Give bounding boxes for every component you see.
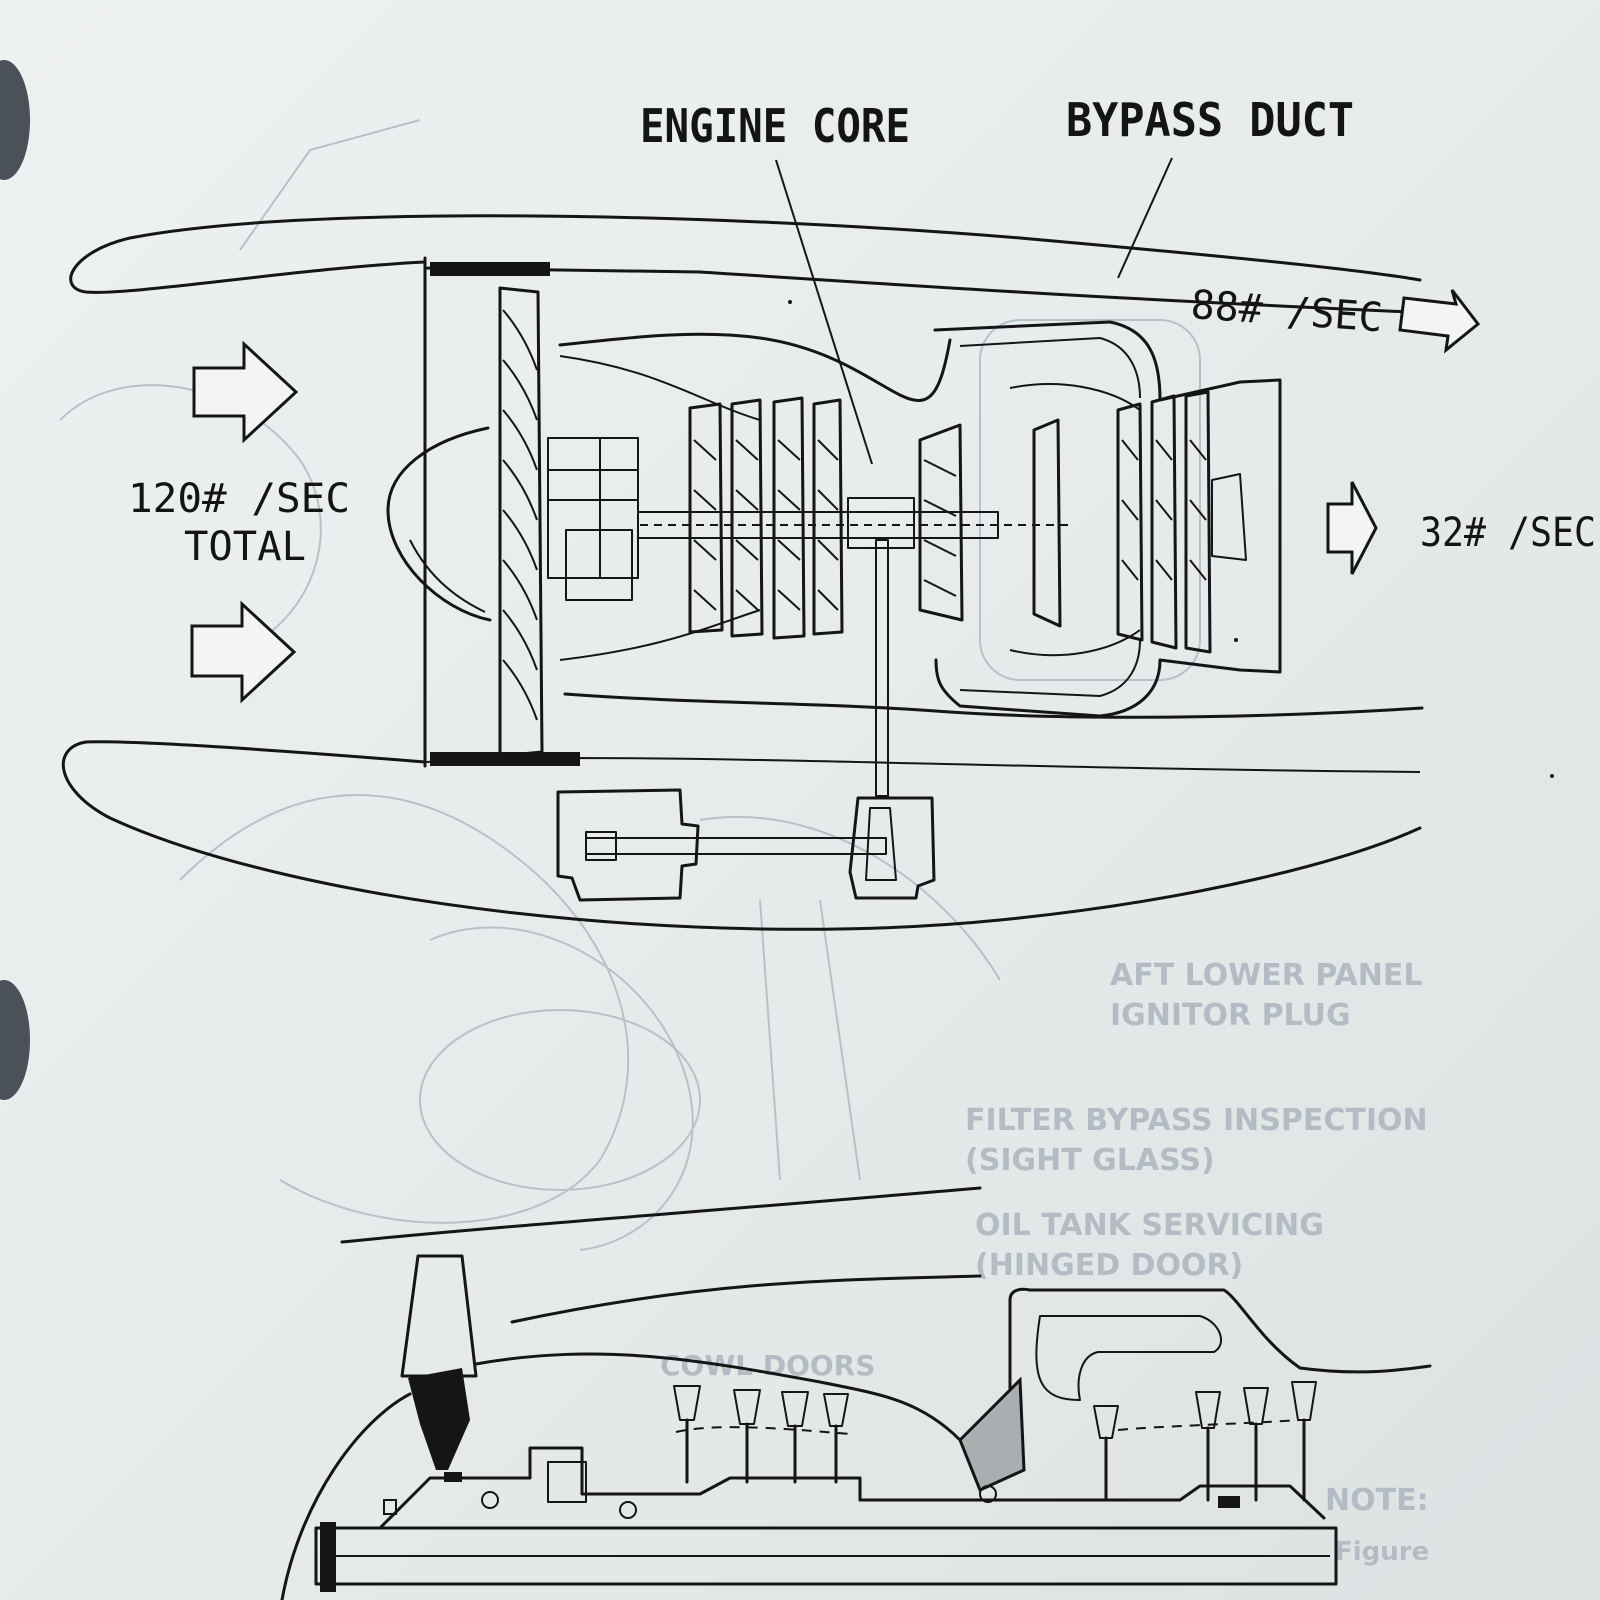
front-gearbox [547,437,639,601]
schematic-bolt-3 [979,1485,997,1503]
exhaust-plug [1211,473,1247,561]
fan-blades [498,286,544,758]
schematic-shaft-end [320,1522,336,1592]
stray-dot [788,300,792,304]
engine-core-label: ENGINE CORE [640,99,910,153]
stray-dot [1550,774,1554,778]
schematic-shaft [314,1526,1338,1586]
bleed-line-6: (HINGED DOOR) [975,1248,1243,1283]
inlet-arrow-lower [190,600,297,704]
schematic-fan-blade [400,1254,478,1378]
schematic-combustor [1035,1315,1222,1401]
schematic-diffuser [958,1376,1026,1493]
bypass-duct-leader [1117,157,1173,279]
total-word-label: TOTAL [184,524,306,570]
bypass-duct-label: BYPASS DUCT [1066,93,1354,147]
lower-schematic [280,1186,1432,1600]
main-shaft [637,511,999,539]
lp-compressor-stages [688,396,844,640]
bleed-line-2: IGNITOR PLUG [1110,998,1351,1033]
bleed-line-4: (SIGHT GLASS) [965,1143,1215,1178]
bleed-line-1: AFT LOWER PANEL [1110,958,1422,993]
hp-compressor [847,423,964,622]
bleed-line-9: Figure [1335,1537,1429,1567]
core-cowl-upper [558,332,952,402]
schematic-rear-mark [1218,1496,1240,1508]
schematic-turbine-blades [1093,1381,1317,1502]
accessory-gearbox [556,539,936,902]
turbine-stages [1032,390,1212,654]
total-flow-label: 120# /SEC [128,476,350,522]
bleed-through-drawing [59,119,1201,1251]
bypass-exit-arrow [1398,289,1481,354]
schematic-spinner [280,1392,412,1600]
core-cowl-lower [563,692,1424,719]
schematic-bolt-1 [481,1491,499,1509]
inlet-guide-lower [559,609,761,661]
combustor-housing [933,320,1282,718]
core-exit-arrow [1326,481,1378,575]
schematic-outer-spool [328,1446,1326,1530]
combustor-liner-upper [959,337,1141,399]
inlet-guide [559,355,761,421]
lower-nacelle [61,740,1422,931]
inlet-arrow-upper [192,340,299,444]
flow-arrows [190,289,1481,704]
engine-core-leader [775,159,873,465]
burner-can-upper [1009,383,1141,411]
schematic-nacelle-top [340,1186,982,1244]
bleed-line-3: FILTER BYPASS INSPECTION [965,1103,1428,1138]
fan-case-upper-block [430,262,550,276]
upper-cutaway [61,157,1424,931]
schematic-bearing-front [547,1461,587,1503]
schematic-compressor-blades [673,1385,851,1484]
bleed-line-8: NOTE: [1325,1483,1429,1518]
schematic-fan-root [408,1368,470,1470]
schematic-bolt-2 [619,1501,637,1519]
bleed-line-7: COWL DOORS [660,1349,875,1382]
spinner-shade [409,539,486,613]
fan-case-lower-block [430,752,580,766]
schematic-front-mark [383,1499,397,1515]
combustor-liner-lower [959,639,1141,697]
stray-dot [1234,638,1238,642]
binder-rings [0,60,30,1100]
spinner [386,426,492,622]
bleed-through-text: AFT LOWER PANEL IGNITOR PLUG FILTER BYPA… [660,958,1429,1567]
schematic-splitter [510,1274,982,1324]
core-exit-flow-label: 32# /SEC [1420,510,1596,556]
upper-nacelle [69,214,1422,294]
schematic-core-cowl [474,1287,1432,1442]
bypass-flow-label: 88# /SEC [1189,282,1384,341]
bleed-line-5: OIL TANK SERVICING [975,1208,1324,1243]
schematic-bearing-mark [444,1472,462,1482]
fan-casing-lower [424,757,1421,773]
labels: ENGINE CORE BYPASS DUCT 88# /SEC 120# /S… [128,93,1596,570]
bypass-upper-wall [423,260,1412,314]
